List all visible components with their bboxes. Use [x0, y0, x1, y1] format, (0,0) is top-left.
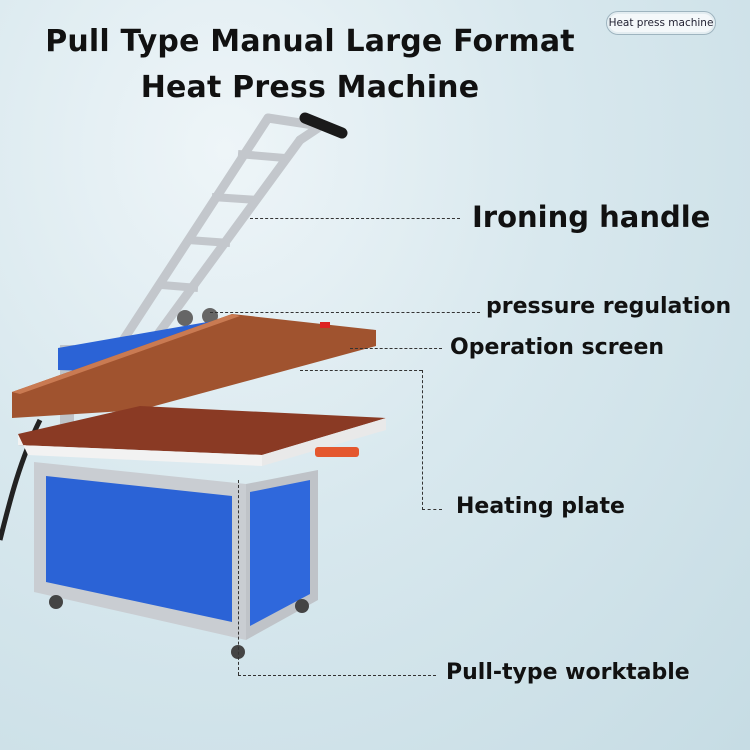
label-operation-screen: Operation screen — [450, 335, 665, 360]
leader-worktable — [238, 675, 436, 676]
ladder-rungs — [161, 150, 286, 292]
handle-grip — [299, 112, 348, 139]
label-pull-type-worktable: Pull-type worktable — [446, 660, 690, 685]
leader-heating-plate-top — [300, 370, 422, 371]
leader-heating-plate-vertical — [422, 370, 423, 510]
label-pressure-regulation: pressure regulation — [486, 294, 732, 319]
product-badge: Heat press machine — [606, 11, 716, 35]
leader-worktable-vertical — [238, 480, 239, 675]
heating-plate — [18, 406, 386, 455]
leader-pressure-regulation — [210, 312, 480, 313]
label-ironing-handle: Ironing handle — [472, 200, 711, 234]
label-heating-plate: Heating plate — [456, 494, 625, 519]
cabinet-side-panel — [250, 480, 310, 626]
title-line-2: Heat Press Machine — [140, 70, 480, 105]
leader-operation-screen — [350, 348, 442, 349]
leader-heating-plate-end — [422, 509, 442, 510]
upper-heat-plate — [12, 314, 376, 418]
pull-handle — [315, 447, 359, 457]
operation-screen-indicator — [320, 322, 330, 328]
cabinet-front-panel — [46, 476, 232, 622]
title-line-1: Pull Type Manual Large Format — [45, 24, 575, 59]
leader-ironing-handle — [250, 218, 460, 219]
ironing-handle-arm — [115, 113, 325, 350]
